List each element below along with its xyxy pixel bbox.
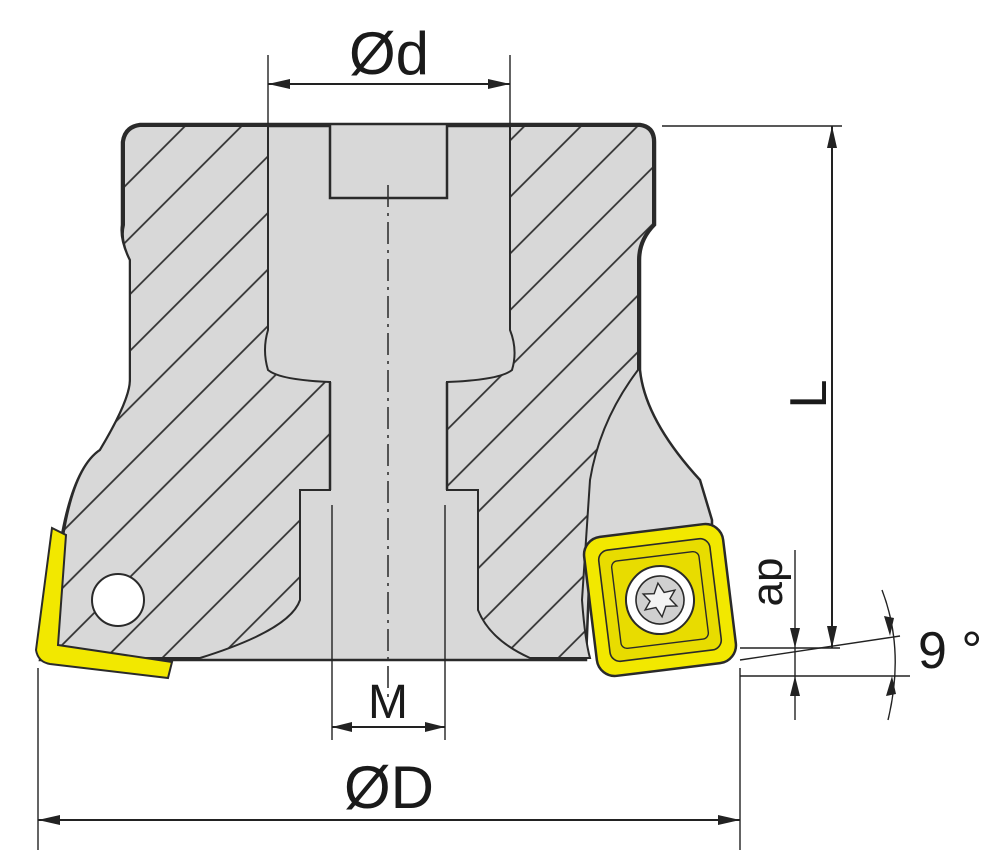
right-insert [582, 522, 738, 678]
label-angle: 9 ° [918, 622, 982, 680]
coolant-hole [91, 573, 145, 627]
right-hatched-section [446, 125, 654, 659]
label-d: Ød [349, 20, 429, 87]
label-D: ØD [344, 754, 434, 821]
label-L: L [780, 380, 838, 409]
torx-screw-icon [641, 581, 679, 619]
label-ap: ap [743, 558, 792, 607]
label-M: M [368, 676, 408, 729]
left-insert [34, 526, 174, 680]
